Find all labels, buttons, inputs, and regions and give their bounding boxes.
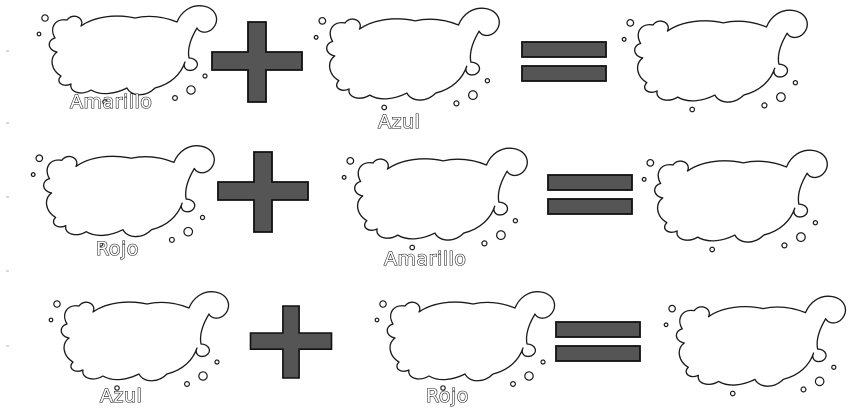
splat-azul-3: Azul	[48, 291, 230, 408]
equals-sign-icon	[521, 41, 607, 82]
paint-splat-outline-icon	[341, 147, 528, 251]
equals-sign-icon	[547, 174, 633, 215]
plus-sign-icon	[211, 21, 303, 103]
paint-splat-outline-icon	[621, 9, 808, 113]
equation-row-2: Rojo Amarillo	[30, 145, 828, 271]
plus-sign-icon	[217, 151, 309, 233]
left-edge-marks	[6, 50, 9, 347]
color-label: Azul	[100, 385, 142, 407]
equals-sign-icon	[555, 321, 641, 362]
result-splat-3	[663, 295, 847, 397]
paint-splat-outline-icon	[36, 5, 218, 105]
color-label: Amarillo	[70, 91, 152, 113]
color-label: Rojo	[96, 238, 139, 260]
paint-splat-outline-icon	[641, 149, 828, 253]
result-splat-1	[621, 9, 808, 113]
paint-splat-outline-icon	[30, 145, 215, 247]
plus-sign-icon	[249, 305, 333, 379]
color-label: Amarillo	[384, 248, 466, 270]
splat-amarillo-2: Amarillo	[341, 147, 528, 271]
paint-splat-outline-icon	[663, 295, 847, 397]
splat-azul-1: Azul	[313, 7, 500, 134]
splat-rojo-3: Rojo	[374, 291, 556, 408]
paint-splat-outline-icon	[374, 291, 556, 391]
color-label: Azul	[378, 111, 420, 133]
color-label: Rojo	[426, 385, 469, 407]
equation-row-3: Azul Rojo	[48, 291, 847, 408]
paint-splat-outline-icon	[313, 7, 500, 111]
equation-row-1: Amarillo Azul	[36, 5, 808, 134]
result-splat-2	[641, 149, 828, 253]
splat-amarillo-1: Amarillo	[36, 5, 218, 114]
paint-splat-outline-icon	[48, 291, 230, 391]
splat-rojo-2: Rojo	[30, 145, 215, 261]
